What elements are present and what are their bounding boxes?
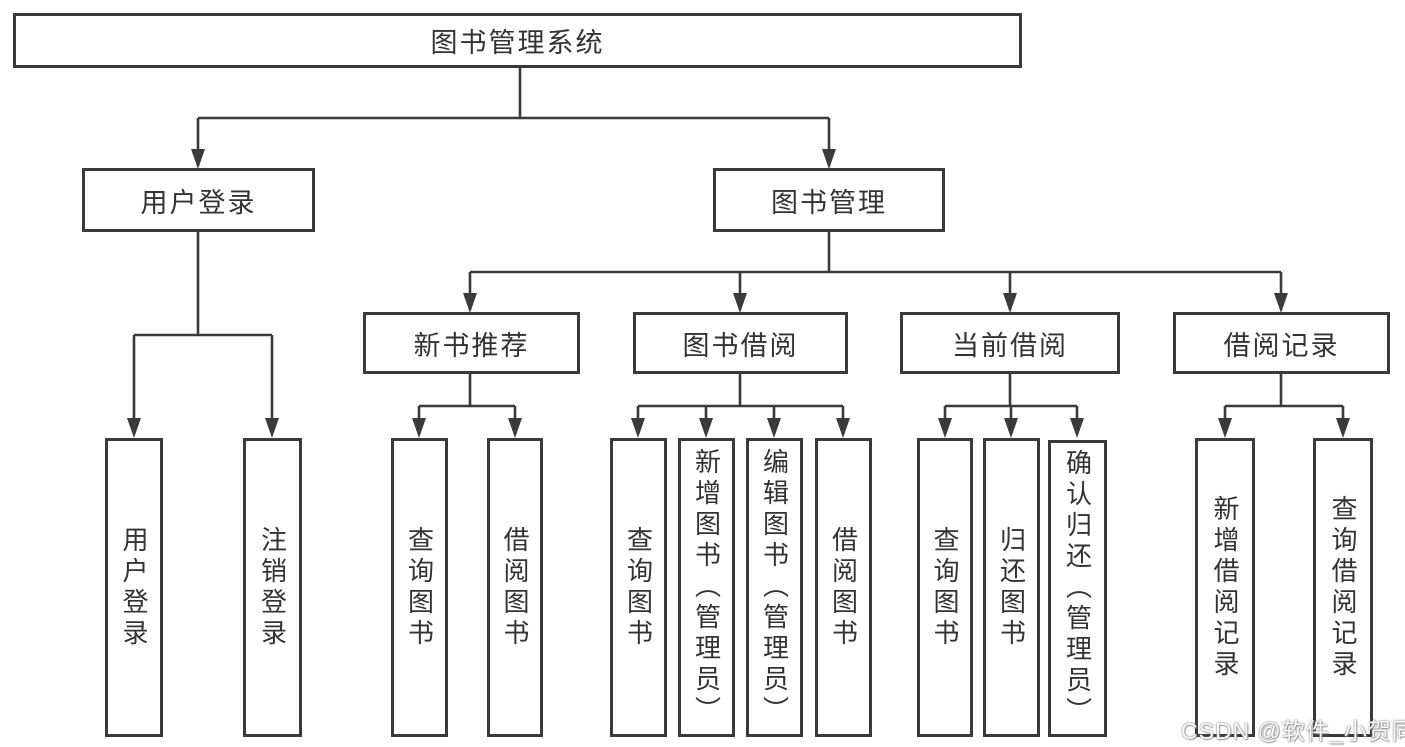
leaf-borrow-books: 借阅图书: [815, 438, 872, 737]
node-label: 归还图书: [996, 525, 1027, 650]
leaf-query-borrowing-record: 查询借阅记录: [1313, 438, 1373, 737]
node-label: 新书推荐: [413, 330, 530, 361]
node-label: 新增图书（管理员）: [691, 448, 722, 727]
node-label: 当前借阅: [952, 330, 1068, 361]
node-label: 查询图书: [930, 525, 960, 650]
node-new-book-recommendation: 新书推荐: [363, 312, 580, 374]
node-label: 借阅图书: [828, 525, 859, 650]
leaf-add-borrowing-record: 新增借阅记录: [1195, 438, 1255, 737]
node-label: 查询图书: [404, 525, 435, 650]
node-user-login: 用户登录: [82, 168, 315, 232]
node-label: 编辑图书（管理员）: [759, 448, 790, 727]
leaf-query-books-borrow: 查询图书: [610, 438, 667, 737]
node-label: 借阅记录: [1223, 330, 1340, 361]
leaf-user-login: 用户登录: [105, 438, 163, 737]
node-current-borrowing: 当前借阅: [900, 312, 1120, 374]
leaf-borrow-books-recommend: 借阅图书: [487, 438, 543, 737]
node-book-management: 图书管理: [713, 168, 945, 232]
node-label: 用户登录: [140, 187, 257, 218]
node-label: 新增借阅记录: [1210, 494, 1240, 681]
leaf-return-books: 归还图书: [983, 438, 1040, 737]
node-label: 确认归还（管理员）: [1062, 449, 1093, 728]
leaf-query-books-current: 查询图书: [917, 438, 973, 737]
leaf-add-book-admin: 新增图书（管理员）: [678, 438, 735, 737]
node-label: 图书借阅: [682, 330, 799, 361]
node-label: 借阅图书: [500, 525, 530, 650]
node-label: 查询借阅记录: [1328, 494, 1358, 681]
leaf-edit-book-admin: 编辑图书（管理员）: [746, 438, 803, 737]
arrowheads: [127, 149, 1350, 438]
leaf-confirm-return-admin: 确认归还（管理员）: [1048, 440, 1107, 737]
leaf-query-books-recommend: 查询图书: [391, 438, 448, 737]
node-label: 注销登录: [257, 525, 288, 650]
node-borrowing-records: 借阅记录: [1173, 312, 1390, 374]
node-label: 查询图书: [623, 525, 654, 650]
node-label: 图书管理系统: [430, 28, 605, 58]
leaf-logout: 注销登录: [243, 438, 302, 737]
node-book-borrowing: 图书借阅: [633, 312, 848, 374]
node-label: 图书管理: [771, 187, 887, 218]
node-library-management-system: 图书管理系统: [13, 13, 1022, 68]
node-label: 用户登录: [119, 525, 149, 650]
